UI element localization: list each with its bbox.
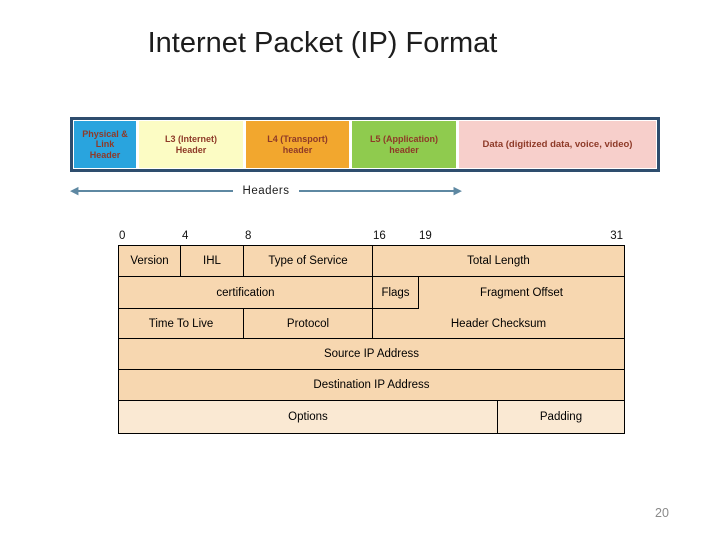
- arrow-right-icon: ▶: [453, 184, 462, 197]
- bit-label-8: 8: [245, 230, 252, 242]
- segment-data-payload: Data (digitized data, voice, video): [459, 121, 656, 168]
- bit-label-16: 16: [373, 230, 386, 242]
- field-time-to-live: Time To Live: [119, 309, 244, 339]
- field-header-checksum: Header Checksum: [373, 309, 624, 339]
- field-total-length: Total Length: [373, 246, 624, 277]
- field-version: Version: [119, 246, 181, 277]
- field-type-of-service: Type of Service: [244, 246, 373, 277]
- arrow-line-left: [78, 190, 233, 192]
- segment-l5-application-header: L5 (Application) header: [352, 121, 456, 168]
- page-number: 20: [655, 506, 669, 520]
- arrow-line-right: [299, 190, 454, 192]
- slide-title: Internet Packet (IP) Format: [147, 27, 498, 59]
- field-fragment-offset: Fragment Offset: [480, 287, 563, 299]
- field-ihl: IHL: [181, 246, 244, 277]
- field-padding: Padding: [498, 401, 624, 433]
- field-identification: certification: [119, 277, 373, 309]
- bit-label-19: 19: [419, 230, 432, 242]
- ip-header-table: Version IHL Type of Service Total Length…: [118, 245, 625, 434]
- bit-ruler: 0 4 8 16 19 31: [118, 226, 623, 243]
- segment-l4-transport-header: L4 (Transport) header: [246, 121, 349, 168]
- headers-label: Headers: [242, 185, 290, 197]
- protocol-layers-strip: Physical & Link Header L3 (Internet) Hea…: [70, 117, 660, 172]
- bit-label-4: 4: [182, 230, 189, 242]
- field-options: Options: [119, 401, 498, 433]
- field-flags: Flags: [373, 277, 419, 309]
- segment-physical-link-header: Physical & Link Header: [74, 121, 136, 168]
- headers-span-arrow: ◀ Headers ▶: [70, 184, 462, 198]
- segment-l3-internet-header: L3 (Internet) Header: [139, 121, 243, 168]
- field-protocol: Protocol: [244, 309, 373, 339]
- bit-label-31: 31: [610, 230, 623, 242]
- arrow-left-icon: ◀: [70, 184, 79, 197]
- bit-label-0: 0: [119, 230, 126, 242]
- field-destination-ip-address: Destination IP Address: [119, 370, 624, 401]
- field-source-ip-address: Source IP Address: [119, 339, 624, 370]
